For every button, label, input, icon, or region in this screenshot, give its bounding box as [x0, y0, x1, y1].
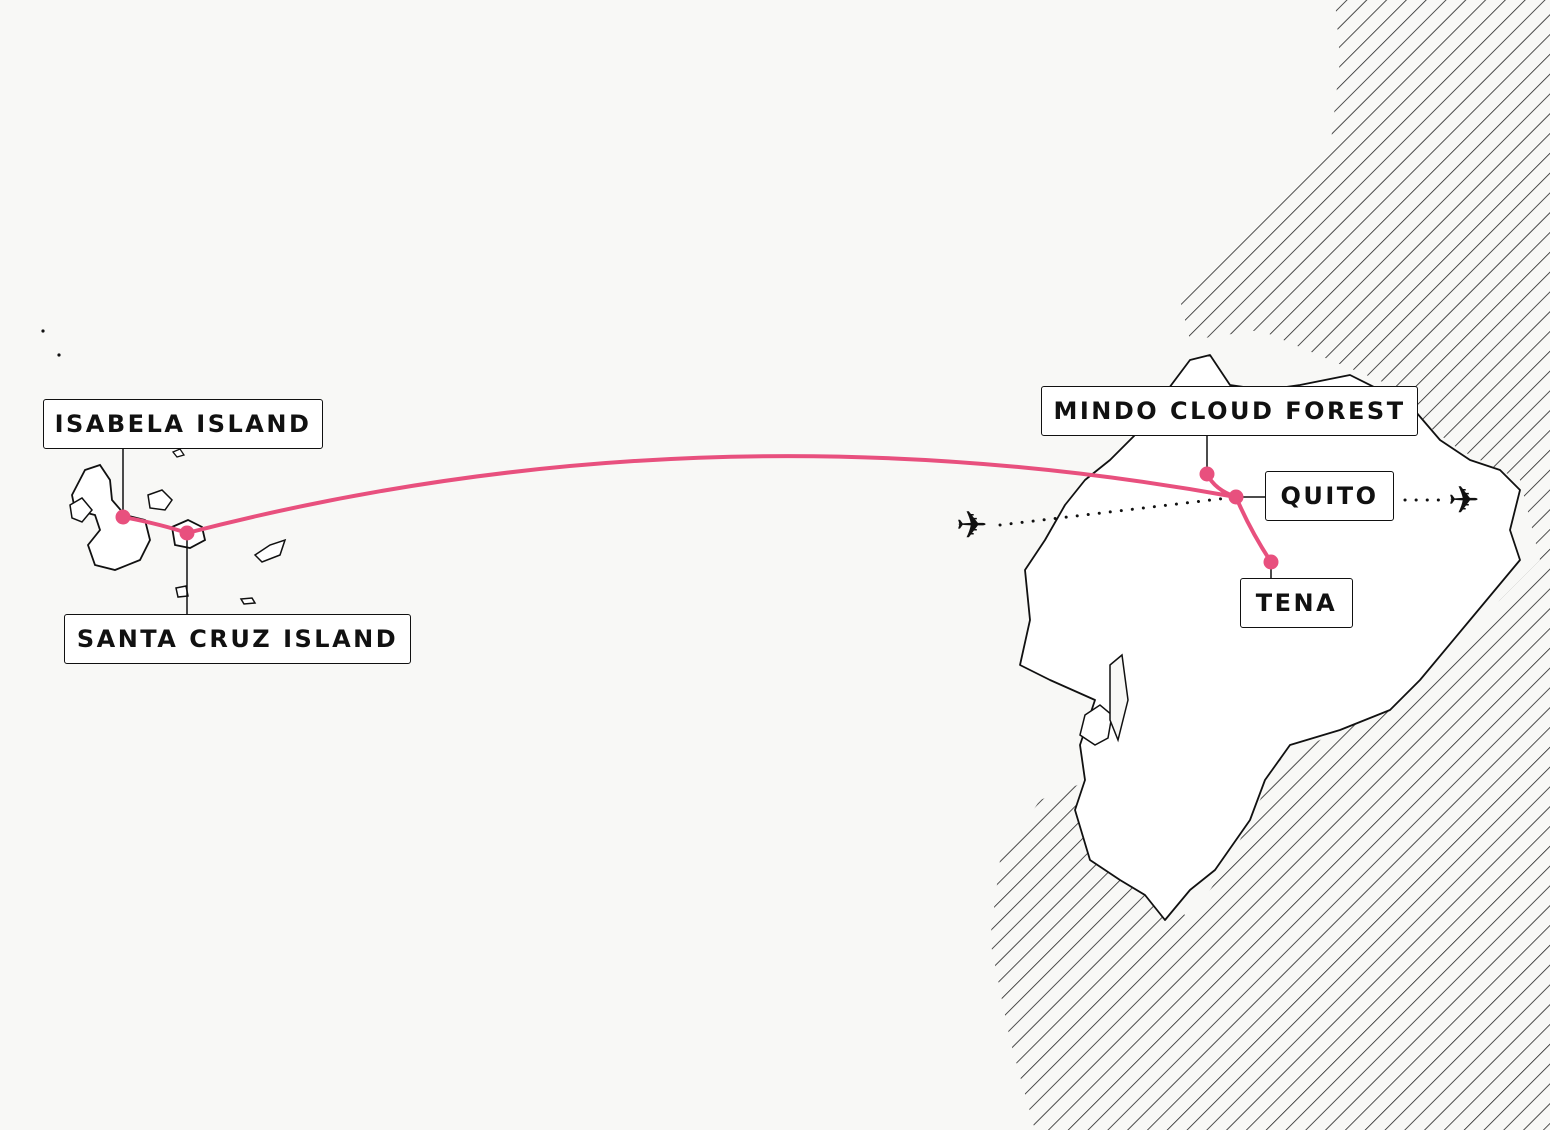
- islet-dot: [41, 329, 45, 333]
- san-cristobal-island-shape: [253, 538, 287, 563]
- label-isabela-island[interactable]: ISABELA ISLAND: [43, 399, 323, 449]
- isabela-stop-marker[interactable]: [115, 509, 131, 525]
- espanola-island-shape: [239, 597, 257, 605]
- ecuador-mainland: [1019, 354, 1521, 921]
- puna-island: [1079, 704, 1113, 746]
- label-tena[interactable]: TENA: [1240, 578, 1353, 628]
- airplane-icon: ✈: [956, 503, 988, 547]
- islet-dot: [57, 353, 61, 357]
- label-santa-cruz-island[interactable]: SANTA CRUZ ISLAND: [64, 614, 411, 664]
- label-quito[interactable]: QUITO: [1265, 471, 1394, 521]
- small-island-shape: [171, 448, 186, 458]
- gulf-inlet: [1109, 653, 1129, 743]
- mindo-stop-marker[interactable]: [1199, 466, 1215, 482]
- santa-cruz-stop-marker[interactable]: [179, 525, 195, 541]
- airplane-icon: ✈: [1448, 478, 1480, 522]
- floreana-island-shape: [175, 585, 189, 598]
- quito-stop-marker[interactable]: [1228, 489, 1244, 505]
- label-mindo-cloud-forest[interactable]: MINDO CLOUD FOREST: [1041, 386, 1418, 436]
- tena-stop-marker[interactable]: [1263, 554, 1279, 570]
- fernandina-island-shape: [69, 497, 93, 523]
- santiago-island-shape: [147, 489, 173, 511]
